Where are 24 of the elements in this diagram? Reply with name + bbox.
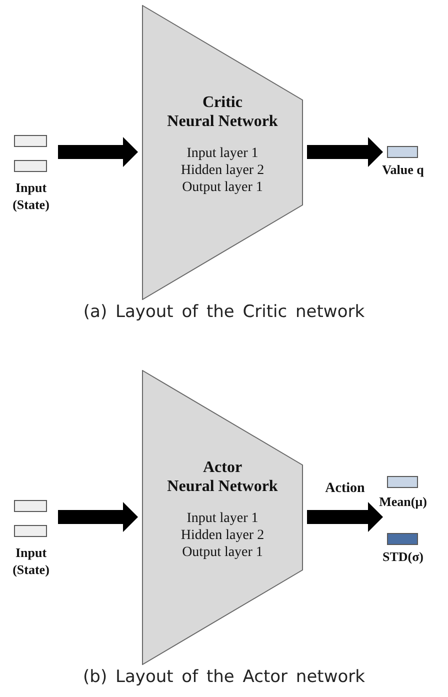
output-label: Value q [381,162,425,178]
vector-box [14,160,47,172]
network-title: Actor Neural Network [166,458,279,496]
figure-caption: (b) Layout of the Actor network [82,667,366,687]
layer-list: Input layer 1 Hidden layer 2 Output layer 1 [172,510,273,561]
network-title: Critic Neural Network [166,93,279,131]
layer-list: Input layer 1 Hidden layer 2 Output layer 1 [172,145,273,196]
block-arrow [307,502,383,532]
block-arrow [58,502,138,532]
vector-box [14,135,47,147]
block-arrow [307,137,383,167]
network-trapezoid [142,5,303,300]
output-label: Mean(μ) [378,494,428,510]
vector-box [14,525,47,537]
input-label: Input (State) [12,179,50,213]
vector-box [14,500,47,512]
network-trapezoid [142,370,303,665]
input-label: Input (State) [12,544,50,578]
figure-caption: (a) Layout of the Critic network [82,302,366,322]
vector-box [387,146,418,158]
output-label: STD(σ) [381,549,425,565]
vector-box [387,476,418,488]
vector-box [387,533,418,545]
block-arrow [58,137,138,167]
